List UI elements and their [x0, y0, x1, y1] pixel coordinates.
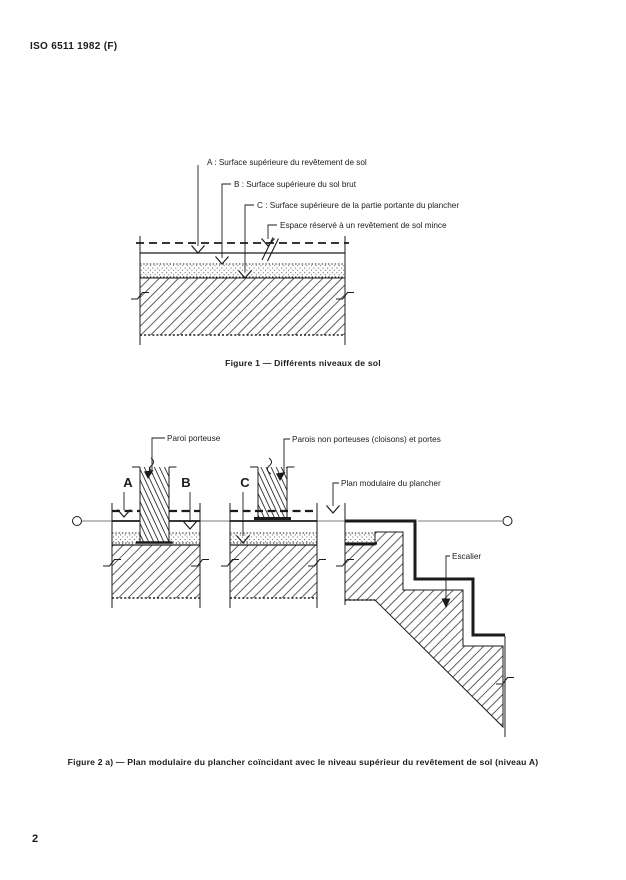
fig2-datum-circle-left: [72, 516, 82, 526]
fig2-stair-finish-line: [345, 519, 505, 637]
fig2-middle-section: [229, 457, 318, 608]
figure1-caption: Figure 1 — Différents niveaux de sol: [225, 358, 381, 368]
fig2-stair-section: [344, 503, 506, 737]
fig1-slab: [140, 278, 345, 335]
page-number: 2: [32, 833, 39, 845]
fig2-label-escalier: Escalier: [452, 552, 481, 561]
fig2-filled-arrow-icons: [144, 470, 451, 608]
fig2-level-arrow-icons: [117, 505, 340, 544]
fig2-label-parois-non-porteuses: Parois non porteuses (cloisons) et porte…: [292, 435, 441, 444]
fig2-label-paroi-porteuse: Paroi porteuse: [167, 434, 221, 443]
figure2-caption: Figure 2 a) — Plan modulaire du plancher…: [67, 757, 539, 767]
fig2-left-section: [111, 457, 201, 608]
fig2-letter-c: C: [240, 475, 250, 490]
fig1-screed-band: [140, 264, 345, 277]
fig2-load-bearing-wall: [132, 457, 177, 544]
fig1-label-level-c: C : Surface supérieure de la partie port…: [257, 201, 459, 210]
fig2-label-plan-modulaire: Plan modulaire du plancher: [341, 479, 441, 488]
fig2-datum-circle-right: [502, 516, 513, 526]
fig1-label-level-a: A : Surface supérieure du revêtement de …: [207, 158, 367, 167]
figure1-drawing: A : Surface supérieure du revêtement de …: [131, 158, 459, 345]
fig2-letter-b: B: [181, 475, 190, 490]
fig1-break-icons: [131, 237, 354, 300]
figure2-drawing: Paroi porteuse Parois non porteuses (clo…: [72, 434, 514, 737]
fig2-stair-mass: [344, 531, 504, 729]
fig2-break-icons: [103, 558, 514, 685]
fig1-screed-borders: [140, 263, 345, 278]
fig2-letter-a: A: [123, 475, 133, 490]
fig1-label-level-b: B : Surface supérieure du sol brut: [234, 180, 357, 189]
fig1-label-espace: Espace réservé à un revêtement de sol mi…: [280, 221, 447, 230]
document-title: ISO 6511 1982 (F): [30, 41, 118, 52]
fig1-leader-lines: [197, 165, 277, 272]
fig2-leader-lines: [123, 437, 450, 600]
wall-break-squiggle-icon: [266, 457, 272, 475]
fig2-partition-wall: [250, 457, 295, 520]
